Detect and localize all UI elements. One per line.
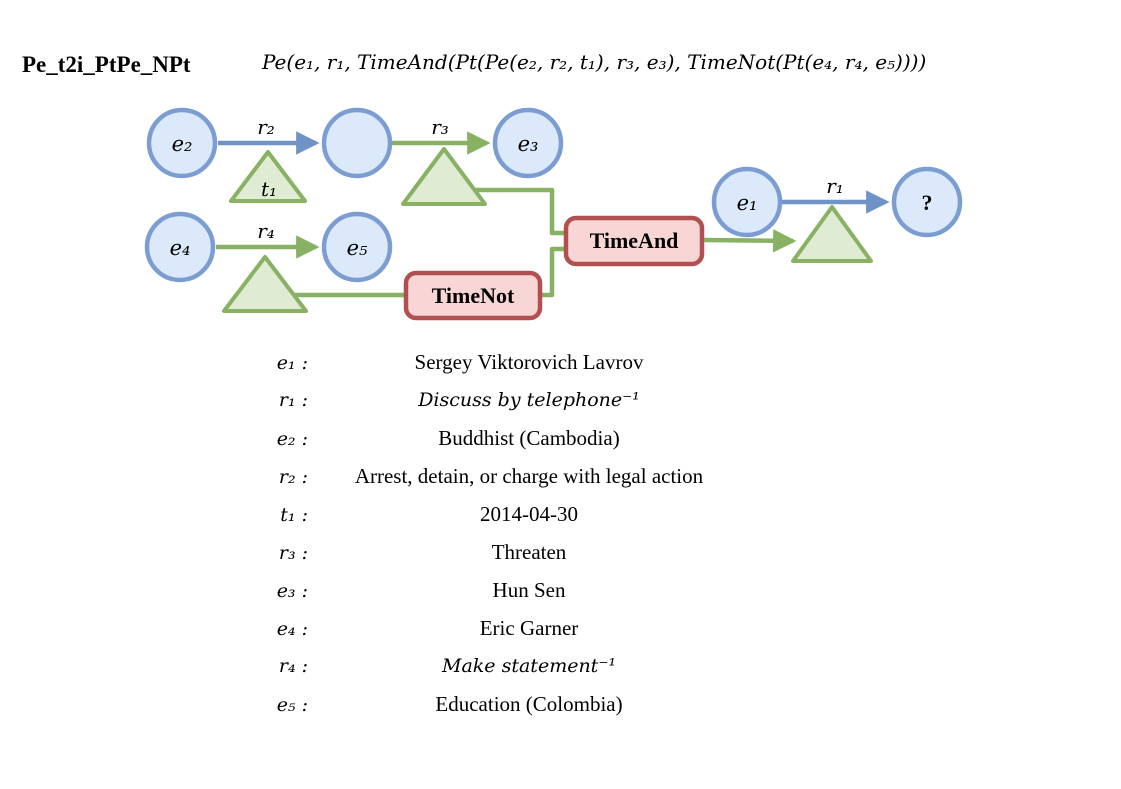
answer-node (891, 166, 963, 238)
legend-row-e4: e₄ : Eric Garner (232, 609, 750, 647)
legend-label-r3: r₃ : (278, 542, 308, 564)
legend-label-r2: r₂ : (278, 466, 308, 488)
entity-node-e3 (492, 107, 564, 179)
relation-label-r2: r₂ (257, 115, 275, 139)
operator-box-timenot (403, 270, 543, 321)
legend-row-r4: r₄ : Make statement⁻¹ (232, 647, 750, 685)
node-label-e2: e₂ (172, 132, 193, 156)
connector-pt1-to-timeand (455, 187, 568, 236)
legend-row-r2: r₂ : Arrest, detain, or charge with lega… (232, 457, 750, 495)
legend-value-e2: Buddhist (Cambodia) (438, 426, 620, 450)
legend-value-t1: 2014-04-30 (480, 502, 578, 526)
legend-value-r2: Arrest, detain, or charge with legal act… (354, 464, 704, 488)
operator-box-timeand (563, 215, 705, 267)
legend-row-e2: e₂ : Buddhist (Cambodia) (232, 419, 750, 457)
operator-label-timeand: TimeAnd (590, 228, 679, 253)
legend-label-e1: e₁ : (276, 352, 308, 374)
time-triangle-pt2 (222, 255, 308, 313)
entity-node-e1 (711, 166, 783, 238)
time-triangle-t1 (229, 150, 307, 203)
legend-row-e1: e₁ : Sergey Viktorovich Lavrov (232, 343, 750, 381)
query-formula: Pe(e₁, r₁, TimeAnd(Pt(Pe(e₂, r₂, t₁), r₃… (262, 50, 927, 74)
entity-node-intermediate (321, 107, 393, 179)
node-label-e1: e₁ (737, 191, 758, 215)
relation-label-r4: r₄ (257, 219, 275, 243)
connector-timenot-to-timeand (534, 246, 568, 298)
legend-value-e1: Sergey Viktorovich Lavrov (414, 350, 644, 374)
legend: e₁ : Sergey Viktorovich Lavrov r₁ : Disc… (232, 343, 750, 723)
relation-label-r3: r₃ (431, 115, 449, 139)
answer-node-label: ? (922, 190, 933, 215)
entity-node-e4 (144, 211, 216, 283)
legend-label-r1: r₁ : (278, 389, 308, 411)
legend-label-e5: e₅ : (276, 694, 308, 716)
node-label-e5: e₅ (347, 236, 368, 260)
entity-node-e2 (146, 107, 218, 179)
legend-label-e2: e₂ : (276, 428, 308, 450)
node-label-e3: e₃ (518, 132, 539, 156)
legend-value-r3: Threaten (491, 540, 567, 564)
query-name-title: Pe_t2i_PtPe_NPt (22, 52, 191, 77)
query-structure-diagram: e₂ e₃ e₄ e₅ e₁ ? r₂ r₃ r₄ r₁ t₁ TimeNot … (144, 107, 963, 321)
legend-row-r1: r₁ : Discuss by telephone⁻¹ (232, 381, 750, 419)
legend-label-t1: t₁ : (280, 504, 308, 526)
legend-row-e3: e₃ : Hun Sen (232, 571, 750, 609)
legend-value-e4: Eric Garner (479, 616, 579, 640)
node-label-e4: e₄ (170, 236, 191, 260)
legend-value-r1: Discuss by telephone⁻¹ (418, 389, 640, 411)
legend-value-e3: Hun Sen (492, 578, 566, 602)
time-triangle-pt1 (401, 147, 487, 206)
time-triangle-answer (791, 205, 873, 263)
legend-value-e5: Education (Colombia) (435, 692, 623, 716)
operator-output-arrow (703, 229, 797, 253)
time-label-t1: t₁ (261, 177, 277, 201)
legend-row-r3: r₃ : Threaten (232, 533, 750, 571)
legend-label-e3: e₃ : (276, 580, 308, 602)
legend-value-r4: Make statement⁻¹ (442, 655, 616, 677)
relation-label-r1: r₁ (826, 174, 844, 198)
operator-label-timenot: TimeNot (432, 283, 515, 308)
entity-node-e5 (321, 211, 393, 283)
legend-row-t1: t₁ : 2014-04-30 (232, 495, 750, 533)
legend-label-r4: r₄ : (278, 655, 308, 677)
legend-row-e5: e₅ : Education (Colombia) (232, 685, 750, 723)
legend-label-e4: e₄ : (276, 618, 308, 640)
